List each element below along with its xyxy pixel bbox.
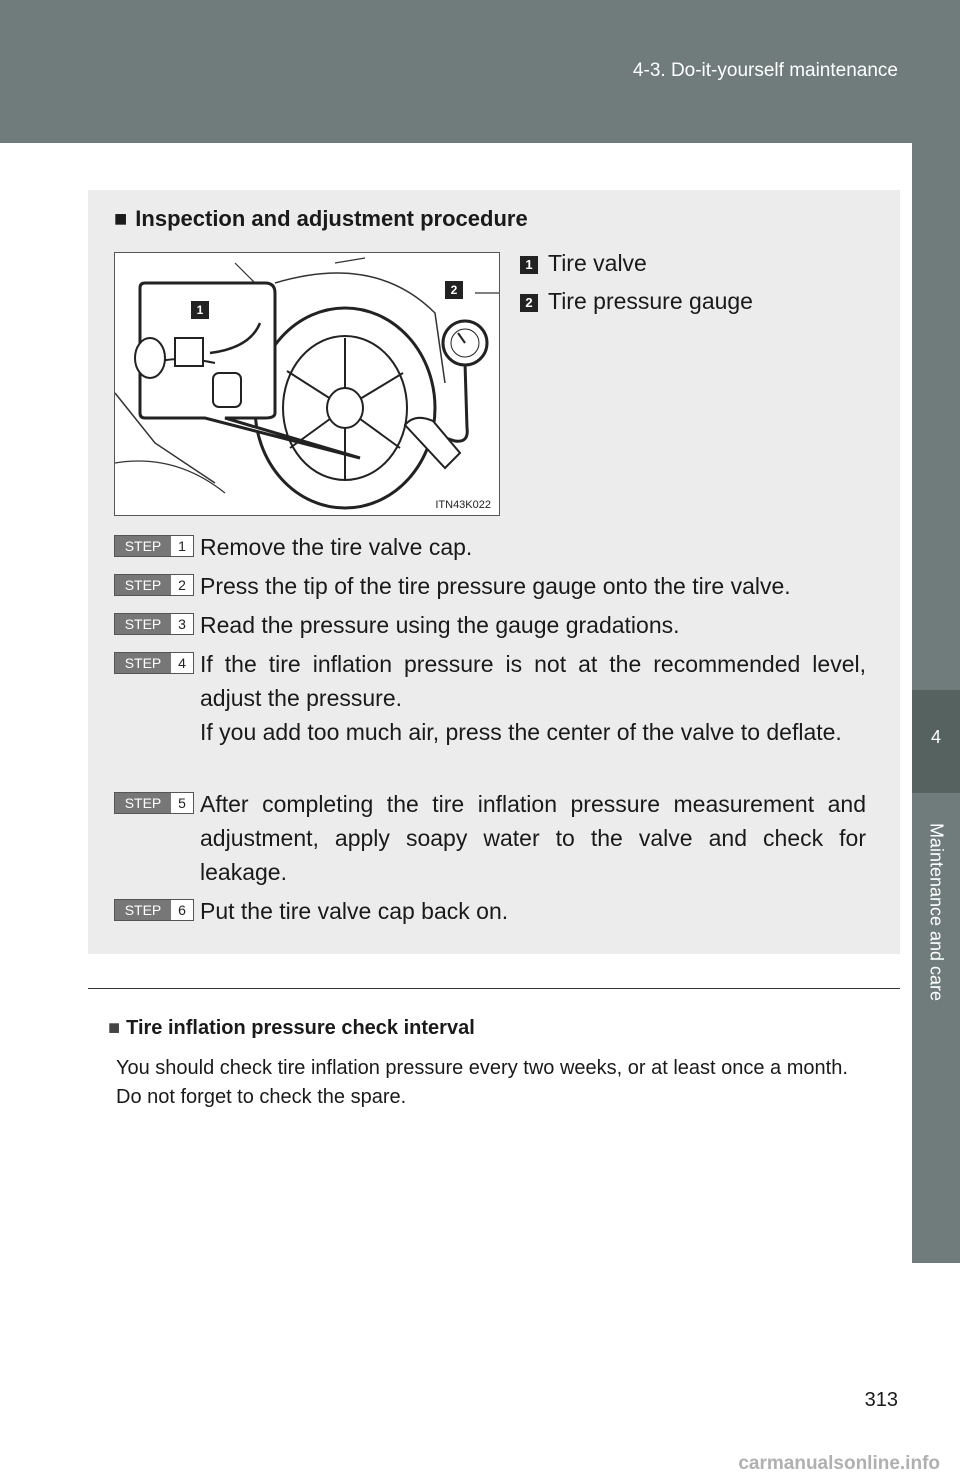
step-number: 5 xyxy=(178,795,186,811)
illustration-badge-1: 1 xyxy=(196,303,204,317)
page-number: 313 xyxy=(864,1389,898,1411)
step-word: STEP xyxy=(115,653,171,673)
step-1: STEP 1 Remove the tire valve cap. xyxy=(114,530,866,564)
side-tab-highlight xyxy=(912,690,960,793)
legend-label: Tire pressure gauge xyxy=(548,288,753,314)
side-tab-number: 4 xyxy=(930,727,941,747)
side-tab-label: Maintenance and care xyxy=(926,822,947,1002)
section-title-text: Inspection and adjustment procedure xyxy=(135,206,528,231)
step-badge: STEP 2 xyxy=(114,574,194,596)
tire-illustration: 1 2 ITN43K022 xyxy=(114,252,500,516)
step-text: Put the tire valve cap back on. xyxy=(200,898,509,924)
header-title: 4-3. Do-it-yourself maintenance xyxy=(632,60,898,81)
step-6: STEP 6 Put the tire valve cap back on. xyxy=(114,894,866,928)
square-bullet-icon: ■ xyxy=(108,1017,121,1039)
subsection-title-text: Tire inflation pressure check interval xyxy=(126,1017,475,1039)
step-text: After completing the tire inflation pres… xyxy=(200,791,866,885)
legend-label: Tire valve xyxy=(548,250,647,276)
step-3: STEP 3 Read the pressure using the gauge … xyxy=(114,608,866,642)
legend-item-tire-valve: 1 Tire valve xyxy=(520,250,647,277)
subsection-body: You should check tire inflation pressure… xyxy=(116,1054,890,1112)
page-header xyxy=(0,0,960,143)
step-word: STEP xyxy=(115,614,171,634)
number-badge-icon: 1 xyxy=(520,256,538,274)
section-title: ■ Inspection and adjustment procedure xyxy=(114,206,528,232)
step-number: 2 xyxy=(178,577,186,593)
step-number: 1 xyxy=(178,538,186,554)
number-badge-icon: 2 xyxy=(520,294,538,312)
step-badge: STEP 4 xyxy=(114,652,194,674)
step-text: Press the tip of the tire pressure gauge… xyxy=(200,573,791,599)
paragraph: Do not forget to check the spare. xyxy=(116,1086,407,1108)
step-word: STEP xyxy=(115,575,171,595)
step-badge: STEP 6 xyxy=(114,899,194,921)
step-4: STEP 4 If the tire inflation pressure is … xyxy=(114,647,866,749)
paragraph: You should check tire inflation pressure… xyxy=(116,1057,848,1079)
square-bullet-icon: ■ xyxy=(114,206,128,231)
step-text: Remove the tire valve cap. xyxy=(200,534,473,560)
step-text: If the tire inflation pressure is not at… xyxy=(200,651,866,711)
step-number: 6 xyxy=(178,902,186,918)
tire-gauge-drawing xyxy=(114,257,499,510)
step-word: STEP xyxy=(115,536,171,556)
step-5: STEP 5 After completing the tire inflatio… xyxy=(114,787,866,889)
step-2: STEP 2 Press the tip of the tire pressure… xyxy=(114,569,866,603)
watermark: carmanualsonline.info xyxy=(738,1453,940,1474)
illustration-badge-2: 2 xyxy=(450,283,458,297)
step-number: 3 xyxy=(178,616,186,632)
step-badge: STEP 5 xyxy=(114,792,194,814)
divider xyxy=(88,988,900,989)
step-text: Read the pressure using the gauge gradat… xyxy=(200,612,680,638)
step-text-note: If you add too much air, press the cente… xyxy=(200,719,842,745)
legend-item-pressure-gauge: 2 Tire pressure gauge xyxy=(520,288,753,315)
illustration-code: ITN43K022 xyxy=(435,499,491,511)
step-badge: STEP 1 xyxy=(114,535,194,557)
step-word: STEP xyxy=(115,793,171,813)
subsection-title: ■Tire inflation pressure check interval xyxy=(108,1017,475,1040)
step-badge: STEP 3 xyxy=(114,613,194,635)
step-word: STEP xyxy=(115,900,171,920)
step-number: 4 xyxy=(178,655,186,671)
